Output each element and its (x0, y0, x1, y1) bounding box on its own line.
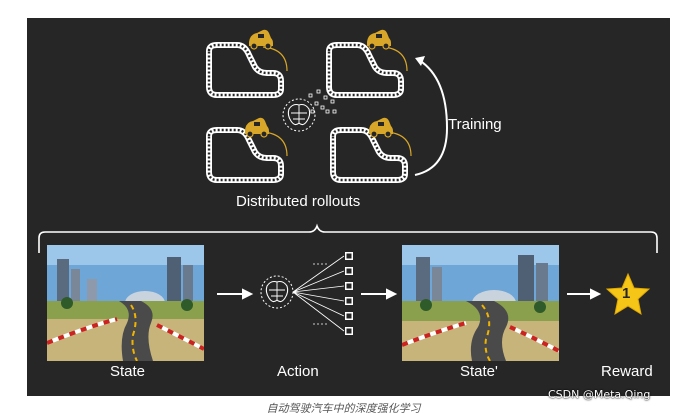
race-car-icon (244, 117, 270, 138)
state-label: State (110, 363, 146, 380)
race-track-icon (333, 130, 411, 180)
race-car-icon (248, 29, 274, 50)
watermark: CSDN @Meta.Qing (548, 388, 651, 401)
state-prime-image (402, 245, 559, 361)
action-output-nodes (292, 252, 353, 335)
star-icon (605, 272, 651, 316)
rollout-brace (38, 223, 658, 253)
race-track-icon (209, 130, 287, 180)
race-track-icon (329, 45, 407, 95)
race-track-icon (209, 45, 287, 95)
action-label: Action (277, 363, 319, 380)
training-arrow (414, 59, 449, 176)
diagram-graphics (38, 29, 658, 335)
race-car-icon (366, 29, 392, 50)
figure-caption: 自动驾驶汽车中的深度强化学习 (266, 402, 421, 415)
reward-label: Reward (601, 363, 653, 380)
neural-network-brain-icon (282, 98, 316, 132)
training-label: Training (448, 116, 502, 133)
reward-value: 1 (622, 285, 631, 302)
state-prime-label: State' (460, 363, 498, 380)
training-arrowhead (415, 56, 425, 66)
state-image (47, 245, 204, 361)
data-particles (308, 87, 337, 114)
race-car-icon (368, 117, 394, 138)
neural-network-brain-icon (260, 275, 294, 309)
distributed-rollouts-label: Distributed rollouts (236, 193, 361, 210)
